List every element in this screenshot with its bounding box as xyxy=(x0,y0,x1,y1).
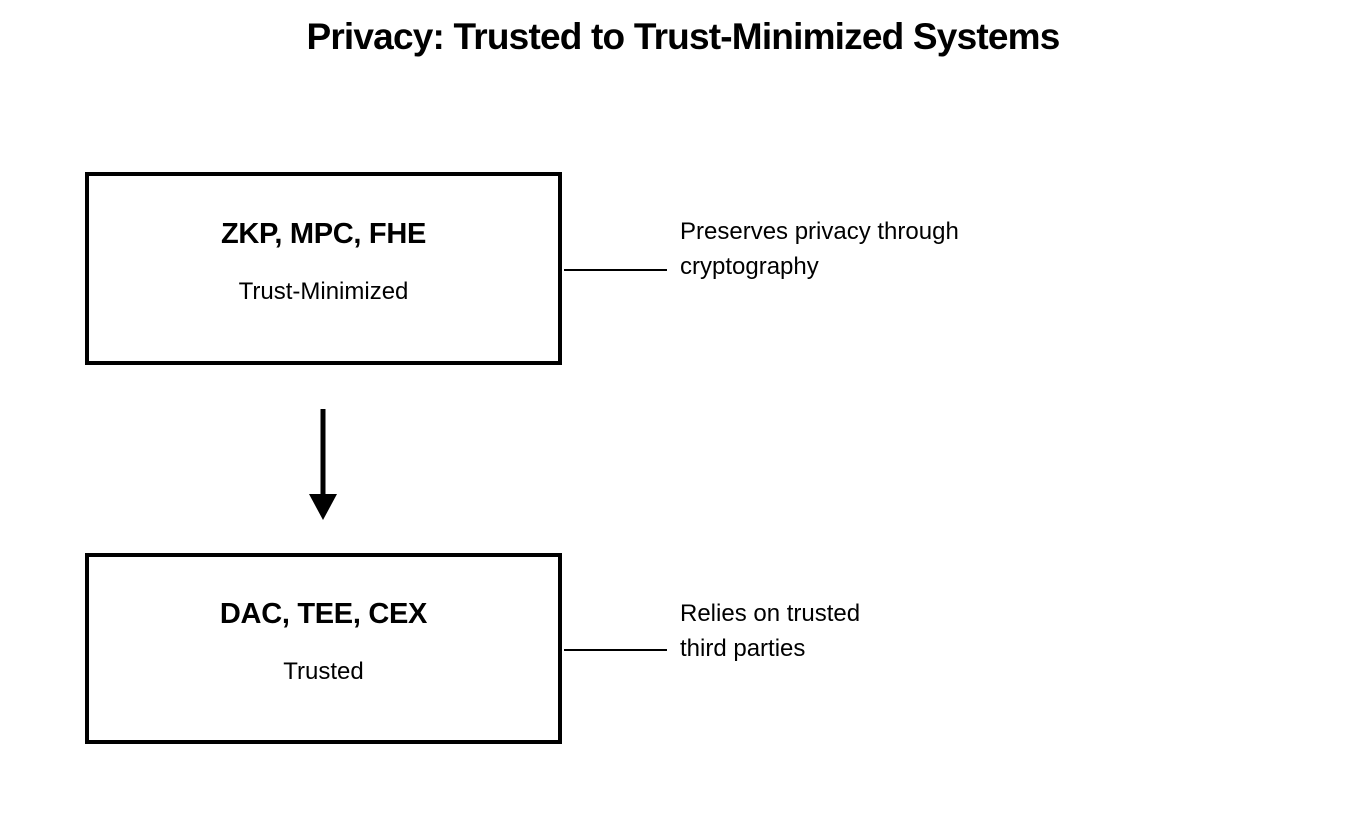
node-trust-minimized: ZKP, MPC, FHE Trust-Minimized xyxy=(85,172,562,365)
connector-line-bottom xyxy=(564,649,667,651)
node-trust-minimized-label: ZKP, MPC, FHE xyxy=(220,217,427,250)
node-trusted-label: DAC, TEE, CEX xyxy=(219,597,428,630)
node-trusted: DAC, TEE, CEX Trusted xyxy=(85,553,562,744)
annotation-trusted: Relies on trusted third parties xyxy=(680,596,860,666)
annotation-line: third parties xyxy=(680,635,806,662)
connector-line-top xyxy=(564,269,667,271)
annotation-line: Relies on trusted xyxy=(680,600,861,627)
diagram-title: Privacy: Trusted to Trust-Minimized Syst… xyxy=(306,16,1060,57)
down-arrow-icon xyxy=(309,409,337,520)
node-trust-minimized-sublabel: Trust-Minimized xyxy=(238,277,409,305)
annotation-line: cryptography xyxy=(680,253,819,280)
annotation-trust-minimized: Preserves privacy through cryptography xyxy=(680,214,959,284)
annotation-line: Preserves privacy through xyxy=(680,218,959,245)
node-trusted-sublabel: Trusted xyxy=(283,657,364,685)
